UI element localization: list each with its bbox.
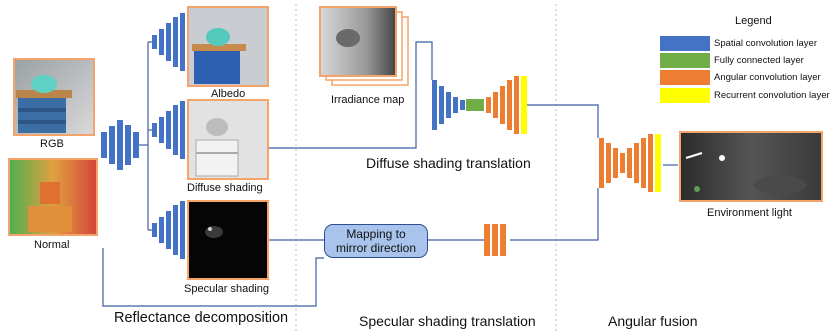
label-normal: Normal: [34, 239, 70, 251]
legend-label-fully-connected: Fully connected layer: [714, 55, 804, 66]
legend-swatch-fully-connected: [660, 53, 710, 68]
legend-label-angular: Angular convolution layer: [714, 72, 821, 83]
decoder-diffuse: [152, 101, 185, 159]
decoder-albedo: [152, 13, 185, 71]
decoder-specular: [152, 201, 185, 259]
diffuse-shading-image: [187, 99, 269, 180]
connectors: [102, 41, 678, 307]
stage-label-specular-translation: Specular shading translation: [359, 313, 536, 329]
stage-label-diffuse-translation: Diffuse shading translation: [366, 155, 531, 171]
mapping-box: Mapping to mirror direction: [324, 224, 428, 258]
rgb-image: [13, 58, 95, 136]
connector-normal-to-mapping: [102, 248, 324, 307]
label-specular-shading: Specular shading: [184, 283, 270, 295]
stage-label-angular-fusion: Angular fusion: [608, 313, 698, 329]
legend-swatch-spatial: [660, 36, 710, 51]
label-diffuse-shading: Diffuse shading: [187, 182, 263, 194]
label-irradiance-map: Irradiance map: [331, 94, 405, 106]
legend: [657, 30, 831, 109]
irradiance-map-image: [319, 6, 409, 86]
legend-label-spatial: Spatial convolution layer: [714, 38, 817, 49]
specular-shading-image: [187, 200, 269, 280]
mapping-box-line-1: Mapping to: [346, 227, 406, 241]
decomposition-encoder: [101, 120, 139, 170]
albedo-image: [187, 6, 269, 87]
connector-irradiance-to-fusion: [527, 104, 599, 138]
legend-label-recurrent: Recurrent convolution layer: [714, 90, 830, 101]
mapping-box-line-2: mirror direction: [335, 241, 416, 255]
angular-fusion-network: [599, 134, 661, 192]
diffuse-translation-network: [432, 76, 527, 134]
legend-swatch-angular: [660, 70, 710, 85]
specular-angular-network: [484, 224, 506, 256]
normal-image: [8, 158, 98, 236]
label-environment-light: Environment light: [707, 207, 792, 219]
environment-light-image: [679, 131, 823, 202]
connector-angular-to-fusion: [510, 188, 599, 241]
legend-title: Legend: [735, 15, 772, 27]
legend-swatch-recurrent: [660, 88, 710, 103]
label-albedo: Albedo: [211, 88, 246, 100]
label-rgb: RGB: [40, 138, 64, 150]
connector-diffuse-to-translation: [268, 41, 433, 149]
stage-label-reflectance: Reflectance decomposition: [114, 310, 289, 326]
